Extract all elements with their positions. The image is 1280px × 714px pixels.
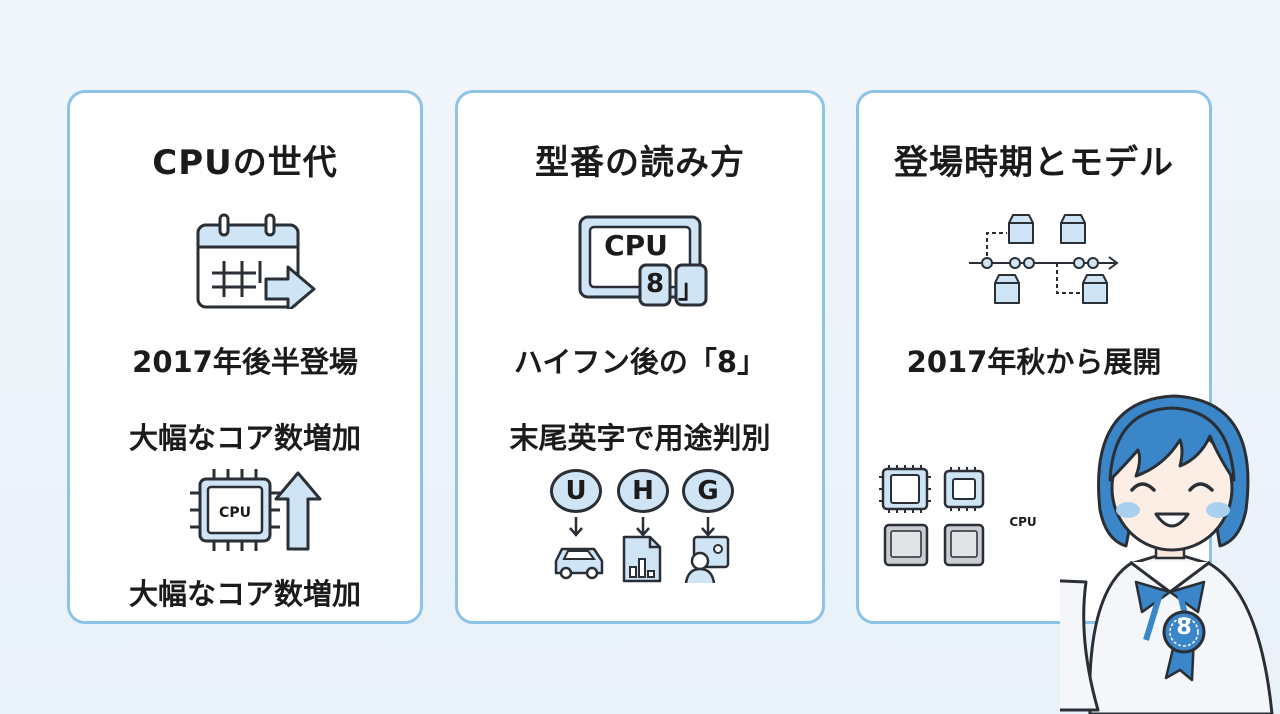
card-title: CPUの世代 — [152, 143, 338, 183]
release-text: 2017年後半登場 — [132, 345, 358, 379]
hyphen-text: ハイフン後の「8」 — [513, 345, 767, 379]
document-chart-icon — [622, 535, 662, 583]
card-cpu-generation: CPUの世代 2017年後半登場 大幅なコア数増加 CPU 大幅なコア数増加 — [67, 90, 423, 624]
chips-grid-icon — [879, 465, 985, 567]
digit-8-label: 8 — [645, 269, 665, 299]
badge-number: 8 — [1176, 615, 1192, 640]
car-icon — [554, 547, 604, 580]
down-arrows-icon — [569, 517, 715, 537]
cpu-label: CPU — [604, 229, 668, 262]
held-chip-label: CPU — [1009, 515, 1037, 529]
core-increase-text: 大幅なコア数増加 — [128, 421, 361, 455]
letter-g-badge: G — [682, 469, 734, 513]
timeline-icon — [969, 214, 1119, 304]
bracket-label: 」 — [677, 275, 704, 305]
letter-h-badge: H — [617, 469, 669, 513]
letter-u-badge: U — [550, 469, 602, 513]
suffix-text: 末尾英字で用途判別 — [509, 421, 771, 455]
cpu-chip-up-icon — [190, 469, 322, 551]
core-increase-text-2: 大幅なコア数増加 — [128, 577, 361, 611]
character-illustration — [1060, 394, 1274, 714]
card-title: 型番の読み方 — [535, 143, 745, 183]
calendar-arrow-icon — [196, 213, 316, 309]
card-model-number: 型番の読み方 CPU 8 」 ハイフン後の「8」 末尾英字で用途判別 U H G — [455, 90, 825, 624]
cpu-model-icon — [578, 215, 708, 307]
gamer-icon — [684, 535, 730, 584]
release-autumn-text: 2017年秋から展開 — [906, 345, 1162, 379]
card-title: 登場時期とモデル — [894, 143, 1174, 183]
cpu-chip-label: CPU — [219, 505, 251, 521]
